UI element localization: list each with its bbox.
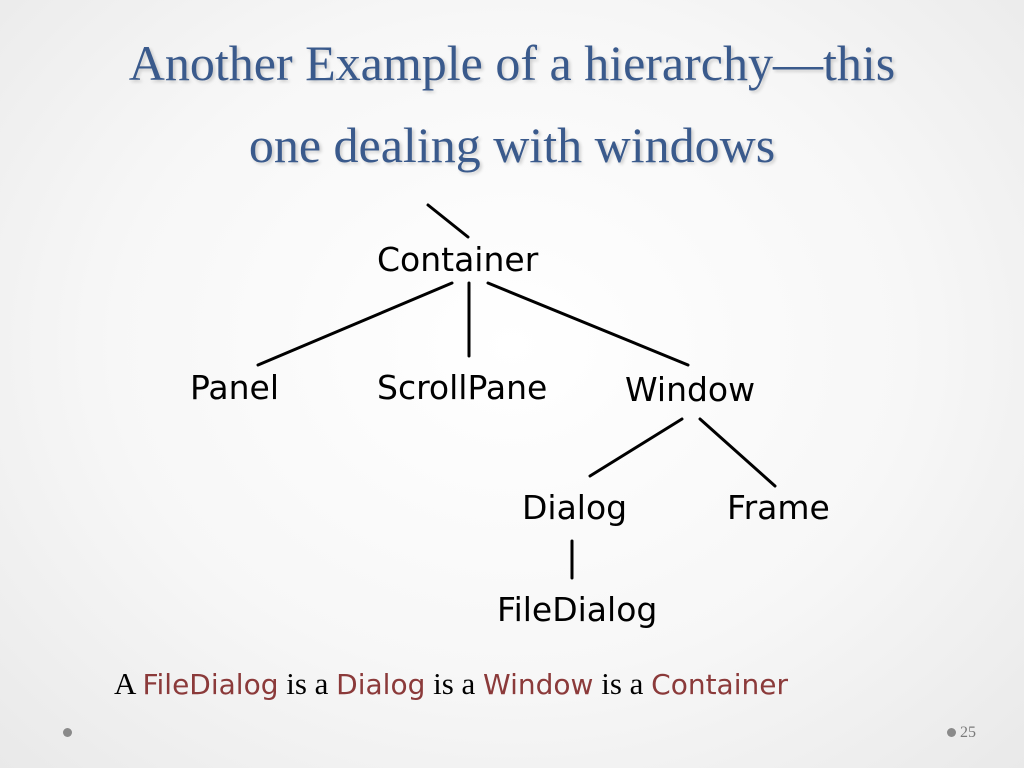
left-decorative-dot	[63, 728, 72, 737]
caption-class-container: Container	[651, 668, 788, 701]
hierarchy-caption: A FileDialog is a Dialog is a Window is …	[114, 664, 788, 705]
node-panel: Panel	[190, 368, 280, 407]
edge-window-dialog	[588, 417, 684, 478]
edge-window-frame	[698, 417, 777, 488]
caption-class-filedialog: FileDialog	[142, 668, 279, 701]
node-dialog: Dialog	[522, 488, 628, 527]
node-filedialog: FileDialog	[497, 590, 658, 629]
caption-is-a: is a	[286, 666, 329, 701]
node-window: Window	[625, 370, 756, 409]
node-scrollpane: ScrollPane	[377, 368, 548, 407]
caption-class-window: Window	[483, 668, 594, 701]
node-container: Container	[377, 240, 539, 279]
caption-class-dialog: Dialog	[336, 668, 426, 701]
caption-is-a: is a	[601, 666, 644, 701]
node-frame: Frame	[727, 488, 830, 527]
caption-article: A	[114, 666, 135, 701]
right-decorative-dot	[947, 728, 956, 737]
slide-title-line-1: Another Example of a hierarchy—this	[128, 35, 896, 91]
page-number: 25	[960, 724, 976, 741]
caption-is-a: is a	[433, 666, 476, 701]
slide-title-line-2: one dealing with windows	[248, 117, 776, 173]
edge-superclass-container	[426, 203, 470, 239]
edge-container-window	[486, 281, 690, 367]
edge-container-panel	[256, 281, 454, 367]
slide-title: Another Example of a hierarchy—this one …	[0, 22, 1024, 186]
